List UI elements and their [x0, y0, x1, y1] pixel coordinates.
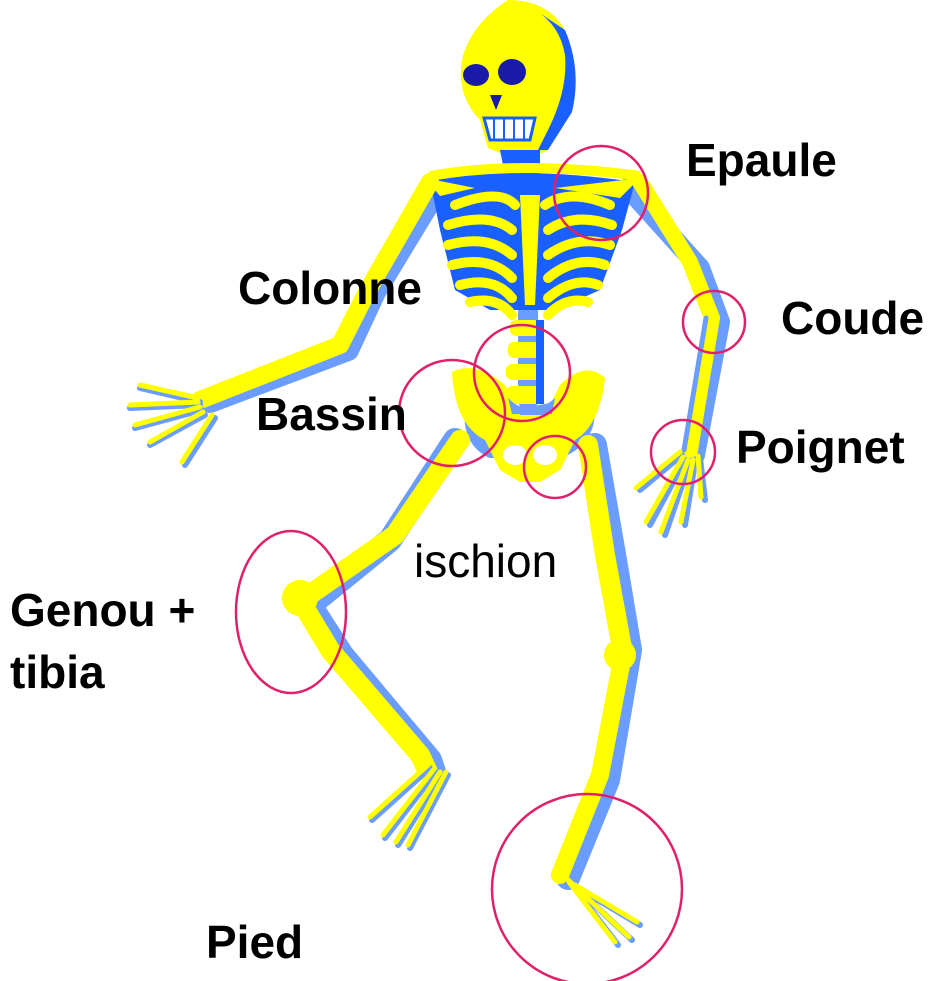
label-epaule: Epaule: [686, 134, 837, 187]
legs: [282, 440, 636, 875]
rib-cage: [425, 168, 640, 315]
label-colonne: Colonne: [238, 262, 422, 315]
skull: [461, 0, 576, 180]
label-genou-line2: tibia: [10, 646, 105, 699]
label-pied: Pied: [206, 916, 303, 969]
label-coude: Coude: [781, 292, 924, 345]
label-genou-line1: Genou +: [10, 584, 195, 637]
label-poignet: Poignet: [736, 421, 905, 474]
label-ischion: ischion: [414, 535, 557, 588]
label-bassin: Bassin: [256, 388, 407, 441]
right-hand: [636, 452, 705, 535]
